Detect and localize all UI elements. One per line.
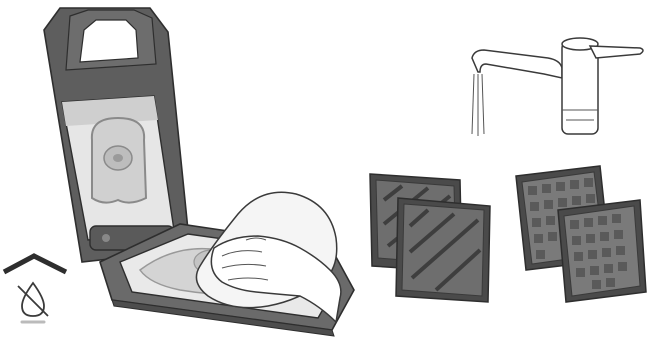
roof-chevron [4,256,66,272]
sandwich-plate-front [396,198,490,302]
faucet-icon [472,38,643,136]
faucet-spout [472,50,562,78]
water-drop [22,283,44,316]
waffle-plate-front [558,200,646,302]
handle-slot [80,20,138,62]
waffle-plates-icon [516,166,646,302]
sandwich-plates-icon [370,174,490,302]
no-water-icon [4,256,66,322]
sandwich-maker-icon [44,8,354,336]
faucet-lever [590,46,643,58]
